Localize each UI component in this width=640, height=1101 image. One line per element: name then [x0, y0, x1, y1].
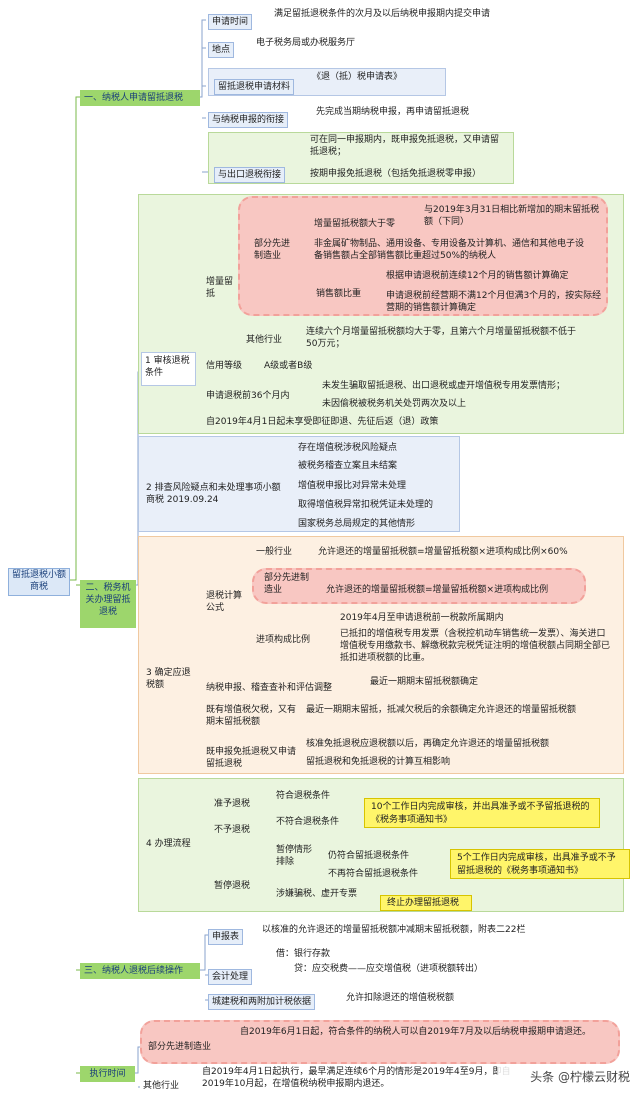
other-industry-label[interactable]: 其他行业 — [246, 335, 283, 345]
city-tax-text: 允许扣除退还的增值税税额 — [346, 993, 455, 1003]
pause-label[interactable]: 暂停退税 — [214, 881, 251, 891]
accounting-credit: 贷：应交税费——应交增值税（进项税额转出） — [294, 964, 484, 974]
report-label[interactable]: 申报表 — [208, 929, 244, 945]
approve-cond: 符合退税条件 — [276, 791, 331, 801]
both-b: 留抵退税和免抵退税的计算互相影响 — [306, 757, 451, 767]
owe-tax-text: 最近一期期末留抵，抵减欠税后的余额确定允许退还的增量留抵税额 — [306, 705, 577, 715]
deny-label[interactable]: 不予退税 — [214, 825, 251, 835]
both-a: 核准免抵退税应退税额以后，再确定允许退还的增量留抵税额 — [306, 739, 550, 749]
credit-text: A级或者B级 — [264, 361, 313, 371]
accounting-debit: 借：银行存款 — [276, 949, 331, 959]
input-ratio-2: 已抵扣的增值税专用发票（含税控机动车销售统一发票）、海关进口增值税专用缴款书、解… — [340, 629, 611, 663]
notice-5-days: 5个工作日内完成审核，出具准予或不予留抵退税的《税务事项通知书》 — [450, 849, 630, 879]
materials-label[interactable]: 留抵退税申请材料 — [214, 79, 295, 95]
pause-a: 仍符合留抵退税条件 — [328, 851, 410, 861]
section-2-title[interactable]: 二、税务机关办理留抵退税 — [80, 580, 136, 628]
root-node[interactable]: 留抵退税小额商税 — [8, 568, 70, 596]
deny-cond: 不符合退税条件 — [276, 817, 340, 827]
section-1-title[interactable]: 一、纳税人申请留抵退税 — [80, 90, 200, 106]
both-label[interactable]: 既申报免抵退税又申请留抵退税 — [206, 747, 297, 769]
input-ratio-label[interactable]: 进项构成比例 — [256, 635, 311, 645]
general-industry-formula: 允许退还的增量留抵税额=增量留抵税额×进项构成比例×60% — [318, 547, 568, 557]
stop-refund: 终止办理留抵退税 — [380, 895, 472, 911]
formula-label[interactable]: 退税计算公式 — [206, 591, 243, 613]
risk-item-2: 被税务稽查立案且未结案 — [298, 461, 398, 471]
sales-ratio-label[interactable]: 销售额比重 — [316, 289, 362, 299]
policy-text: 自2019年4月1日起未享受即征即退、先征后返（退）政策 — [206, 417, 439, 427]
risk-item-4: 取得增值税异常扣税凭证未处理的 — [298, 500, 434, 510]
accounting-label[interactable]: 会计处理 — [208, 969, 253, 985]
pause-b: 不再符合留抵退税条件 — [328, 869, 419, 879]
watermark: 头条 @柠檬云财税 — [498, 1066, 634, 1088]
cond1-note: 与2019年3月31日相比新增加的期末留抵税额（下同） — [424, 205, 600, 227]
export-link-text-1: 可在同一申报期内，既申报免抵退税，又申请留抵退税； — [310, 135, 500, 157]
advanced-mfg-formula: 允许退还的增量留抵税额=增量留抵税额×进项构成比例 — [326, 585, 549, 595]
ratio2: 申请退税前经营期不满12个月但满3个月的，按实际经营期的销售额计算确定 — [386, 291, 602, 313]
exec-other-label[interactable]: 其他行业 — [143, 1081, 180, 1091]
city-tax-label[interactable]: 城建税和两附加计税依据 — [208, 994, 316, 1010]
location-label[interactable]: 地点 — [208, 42, 235, 58]
n4-label[interactable]: 4 办理流程 — [146, 839, 191, 849]
m36-a: 未发生骗取留抵退税、出口退税或虚开增值税专用发票情形； — [322, 381, 566, 391]
section-4-title[interactable]: 执行时间 — [80, 1066, 135, 1082]
cond1: 增量留抵税额大于零 — [314, 219, 396, 229]
export-link-label[interactable]: 与出口退税衔接 — [214, 167, 286, 183]
m36-b: 未因偷税被税务机关处罚两次及以上 — [322, 399, 467, 409]
n3-label[interactable]: 3 确定应退税额 — [146, 668, 191, 690]
materials-text: 《退（抵）税申请表》 — [312, 72, 403, 82]
exec-advanced-text: 自2019年6月1日起，符合条件的纳税人可以自2019年7月及以后纳税申报期申请… — [240, 1027, 591, 1037]
input-ratio-1: 2019年4月至申请退税前一税款所属期内 — [340, 613, 504, 623]
adjust-text: 最近一期期末留抵税额确定 — [370, 677, 479, 687]
n2-label[interactable]: 2 排查风险疑点和未处理事项小额商税 2019.09.24 — [146, 483, 281, 505]
owe-tax-label[interactable]: 既有增值税欠税，又有期末留抵税额 — [206, 705, 297, 727]
zengliang-label[interactable]: 增量留抵 — [206, 277, 234, 299]
exec-advanced-label[interactable]: 部分先进制造业 — [148, 1042, 212, 1052]
apply-time-label[interactable]: 申请时间 — [208, 14, 253, 30]
risk-item-5: 国家税务总局规定的其他情形 — [298, 519, 416, 529]
notice-10-days: 10个工作日内完成审核，并出具准予或不予留抵退税的《税务事项通知书》 — [364, 798, 600, 828]
exec-other-text: 自2019年4月1日起执行，最早满足连续6个月的情形是2019年4至9月，即自2… — [202, 1067, 511, 1089]
location-text: 电子税务局或办税服务厅 — [256, 38, 356, 48]
risk-item-1: 存在增值税涉税风险疑点 — [298, 443, 398, 453]
advanced-mfg-formula-label[interactable]: 部分先进制造业 — [264, 573, 310, 595]
general-industry-label[interactable]: 一般行业 — [256, 547, 293, 557]
report-text: 以核准的允许退还的增量留抵税额冲减期末留抵税额，附表二22栏 — [262, 925, 526, 935]
section-3-title[interactable]: 三、纳税人退税后续操作 — [80, 963, 200, 979]
approve-label[interactable]: 准予退税 — [214, 799, 251, 809]
fraud-label[interactable]: 涉嫌骗税、虚开专票 — [276, 889, 358, 899]
export-link-text-2: 按期申报免抵退税（包括免抵退税零申报） — [310, 169, 482, 179]
risk-item-3: 增值税申报比对异常未处理 — [298, 481, 407, 491]
pause-exclude-label[interactable]: 暂停情形排除 — [276, 845, 313, 867]
credit-label[interactable]: 信用等级 — [206, 361, 243, 371]
adjust-label[interactable]: 纳税申报、稽查查补和评估调整 — [206, 683, 333, 693]
n1-label[interactable]: 1 审核退税条件 — [145, 356, 190, 378]
filing-link-text: 先完成当期纳税申报，再申请留抵退税 — [316, 107, 470, 117]
filing-link-label[interactable]: 与纳税申报的衔接 — [208, 112, 289, 128]
cond2: 非金属矿物制品、通用设备、专用设备及计算机、通信和其他电子设备销售额占全部销售额… — [314, 239, 585, 261]
apply-time-text: 满足留抵退税条件的次月及以后纳税申报期内提交申请 — [274, 9, 491, 19]
advanced-mfg-label[interactable]: 部分先进制造业 — [254, 239, 291, 261]
m36-label[interactable]: 申请退税前36个月内 — [206, 391, 290, 401]
other-industry-text: 连续六个月增量留抵税额均大于零，且第六个月增量留抵税额不低于50万元； — [306, 327, 577, 349]
ratio1: 根据申请退税前连续12个月的销售额计算确定 — [386, 271, 569, 281]
